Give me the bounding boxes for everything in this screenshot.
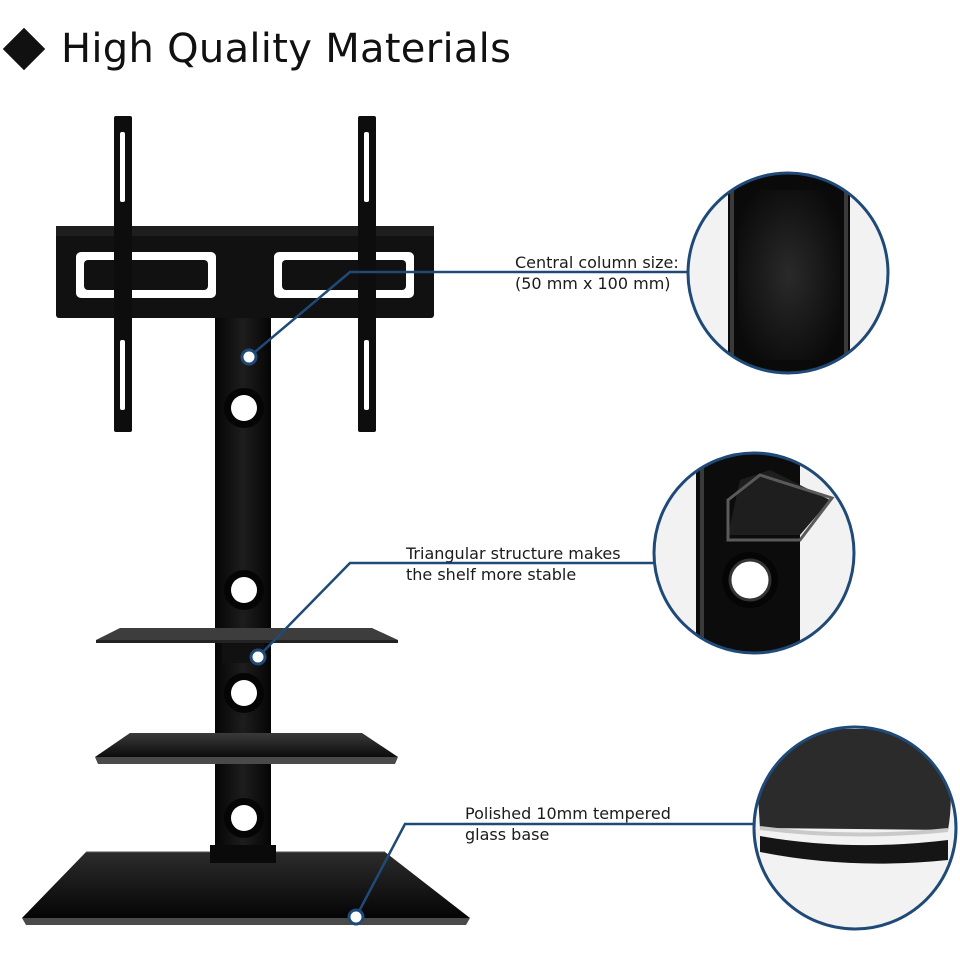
leader-line-shelf [257,561,654,658]
callout-column-line1: Central column size: [515,253,679,272]
heading-text: High Quality Materials [61,26,512,72]
callout-base-line2: glass base [465,825,550,844]
leader-line-column [248,270,688,358]
upper-shelf [96,628,398,663]
anchor-dot-shelf [249,648,267,666]
leader-line-base [354,822,755,918]
callout-base-line1: Polished 10mm tempered [465,804,671,823]
zoom-detail-column [686,171,890,375]
callout-column: Central column size: (50 mm x 100 mm) [515,252,679,294]
zoom-detail-base [752,725,958,931]
page-heading: High Quality Materials [0,22,511,76]
callout-shelf: Triangular structure makes the shelf mor… [406,543,621,585]
callout-base: Polished 10mm tempered glass base [465,803,671,845]
anchor-dot-column [240,348,258,366]
callout-lines [248,270,755,918]
callout-shelf-line2: the shelf more stable [406,565,577,584]
callout-dots [240,348,365,926]
anchor-dot-base [347,908,365,926]
callout-column-line2: (50 mm x 100 mm) [515,274,671,293]
callout-shelf-line1: Triangular structure makes [406,544,621,563]
vesa-bracket [56,116,434,432]
middle-shelf [95,733,398,764]
zoom-detail-shelf [652,451,856,655]
